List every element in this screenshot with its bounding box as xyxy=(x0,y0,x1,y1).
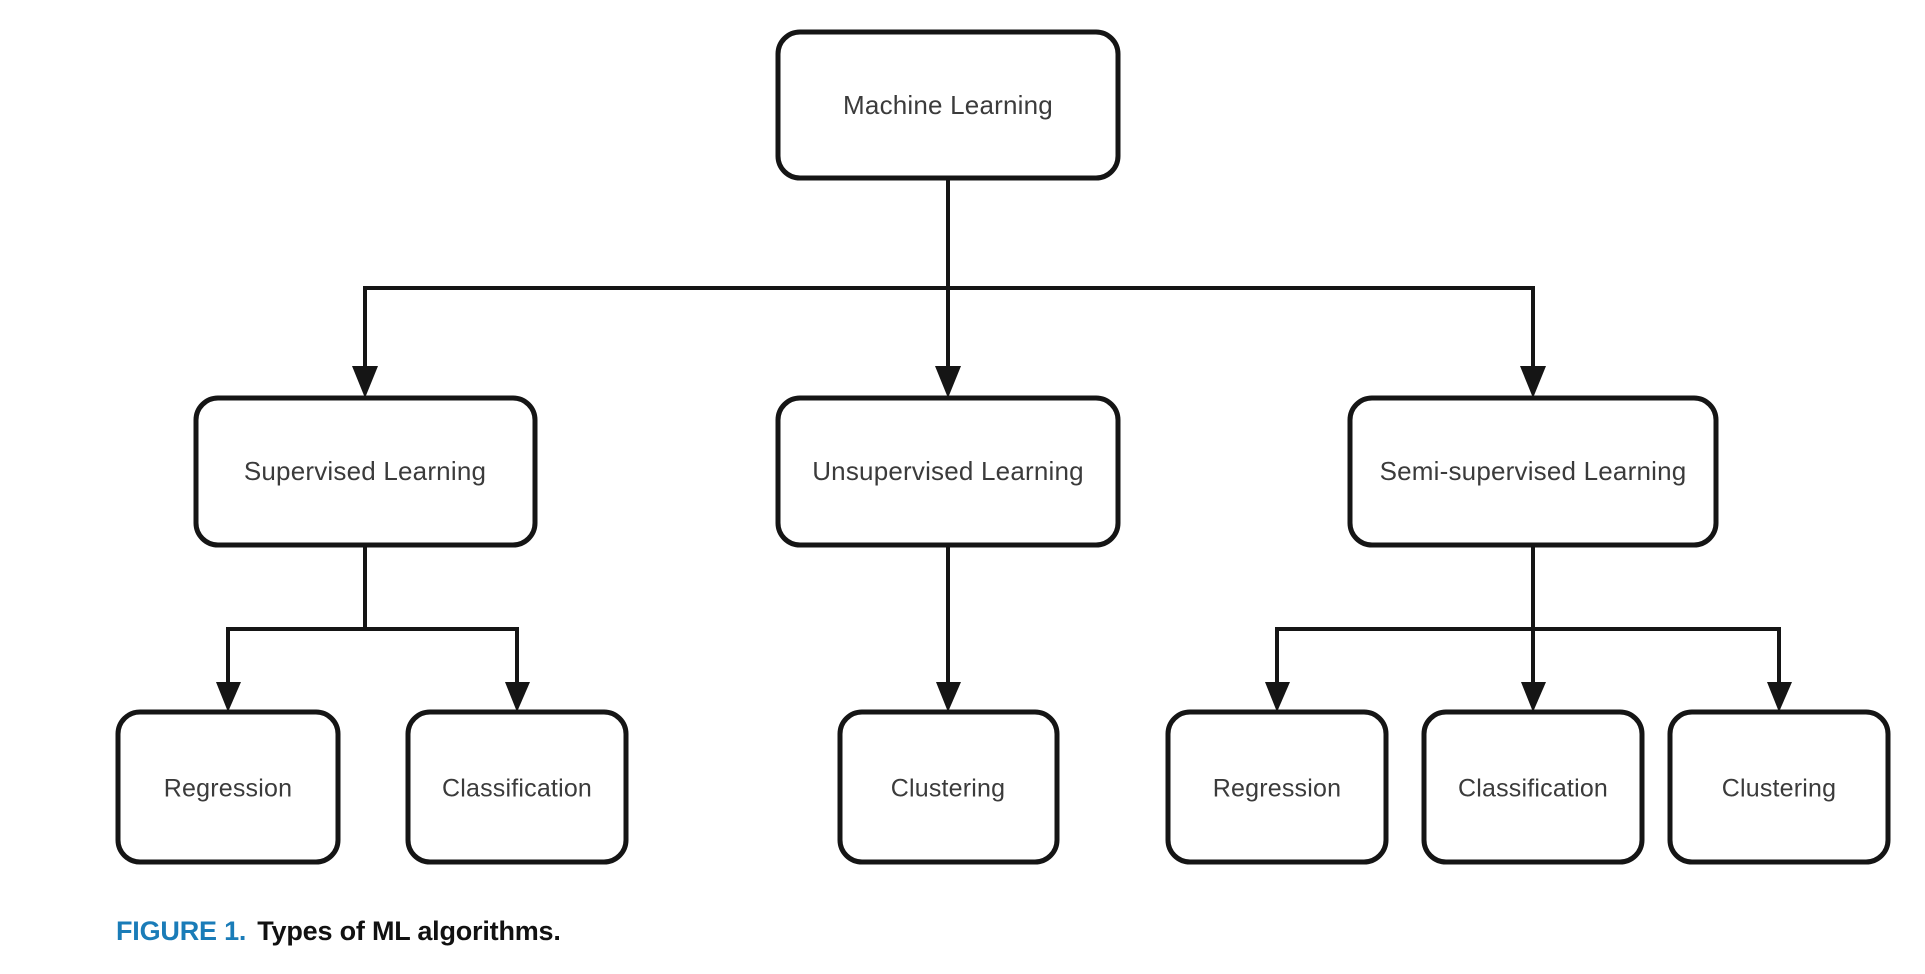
node-machine-learning-label: Machine Learning xyxy=(843,90,1053,120)
node-supervised-learning-box[interactable] xyxy=(193,395,538,548)
ml-taxonomy-diagram: Machine Learning Supervised Learning Uns… xyxy=(115,29,1891,865)
node-sup-classification[interactable]: Classification xyxy=(405,709,629,865)
node-semi-supervised-learning-box[interactable] xyxy=(1347,395,1719,548)
arrowhead-sup-regression xyxy=(216,682,241,712)
arrowhead-semi-clustering xyxy=(1767,682,1792,712)
node-semi-classification-box[interactable] xyxy=(1421,709,1645,865)
node-supervised-learning-label: Supervised Learning xyxy=(244,456,486,486)
node-unsupervised-learning[interactable]: Unsupervised Learning xyxy=(775,395,1121,548)
node-sup-regression-label: Regression xyxy=(164,775,292,803)
node-semi-regression[interactable]: Regression xyxy=(1165,709,1389,865)
node-semi-classification-label: Classification xyxy=(1458,775,1608,803)
node-unsup-clustering[interactable]: Clustering xyxy=(837,709,1060,865)
node-sup-classification-box[interactable] xyxy=(405,709,629,865)
node-sup-classification-label: Classification xyxy=(442,775,592,803)
arrowhead-semi-classification xyxy=(1521,682,1546,712)
node-semi-regression-box[interactable] xyxy=(1165,709,1389,865)
node-semi-supervised-learning-label: Semi-supervised Learning xyxy=(1380,456,1687,486)
figure-caption-title: Types of ML algorithms. xyxy=(257,916,561,946)
node-semi-supervised-learning[interactable]: Semi-supervised Learning xyxy=(1347,395,1719,548)
edges-group xyxy=(216,176,1792,712)
node-unsupervised-learning-label: Unsupervised Learning xyxy=(812,456,1084,486)
node-machine-learning[interactable]: Machine Learning xyxy=(775,29,1121,181)
arrowhead-unsup-clustering xyxy=(936,682,961,712)
node-supervised-learning[interactable]: Supervised Learning xyxy=(193,395,538,548)
node-semi-clustering-box[interactable] xyxy=(1667,709,1891,865)
arrowhead-semi-regression xyxy=(1265,682,1290,712)
figure-caption-label: FIGURE 1. xyxy=(116,916,247,946)
arrowhead-sup-classification xyxy=(505,682,530,712)
node-semi-clustering-label: Clustering xyxy=(1722,775,1837,803)
arrowhead-supervised xyxy=(352,366,378,398)
arrowhead-semi-supervised xyxy=(1520,366,1546,398)
node-machine-learning-box[interactable] xyxy=(775,29,1121,181)
node-sup-regression[interactable]: Regression xyxy=(115,709,341,865)
node-unsupervised-learning-box[interactable] xyxy=(775,395,1121,548)
node-semi-regression-label: Regression xyxy=(1213,775,1341,803)
arrowhead-unsupervised xyxy=(935,366,961,398)
node-semi-clustering[interactable]: Clustering xyxy=(1667,709,1891,865)
node-unsup-clustering-label: Clustering xyxy=(891,775,1006,803)
node-unsup-clustering-box[interactable] xyxy=(837,709,1060,865)
node-semi-classification[interactable]: Classification xyxy=(1421,709,1645,865)
node-sup-regression-box[interactable] xyxy=(115,709,341,865)
figure-caption: FIGURE 1. Types of ML algorithms. xyxy=(116,916,561,947)
